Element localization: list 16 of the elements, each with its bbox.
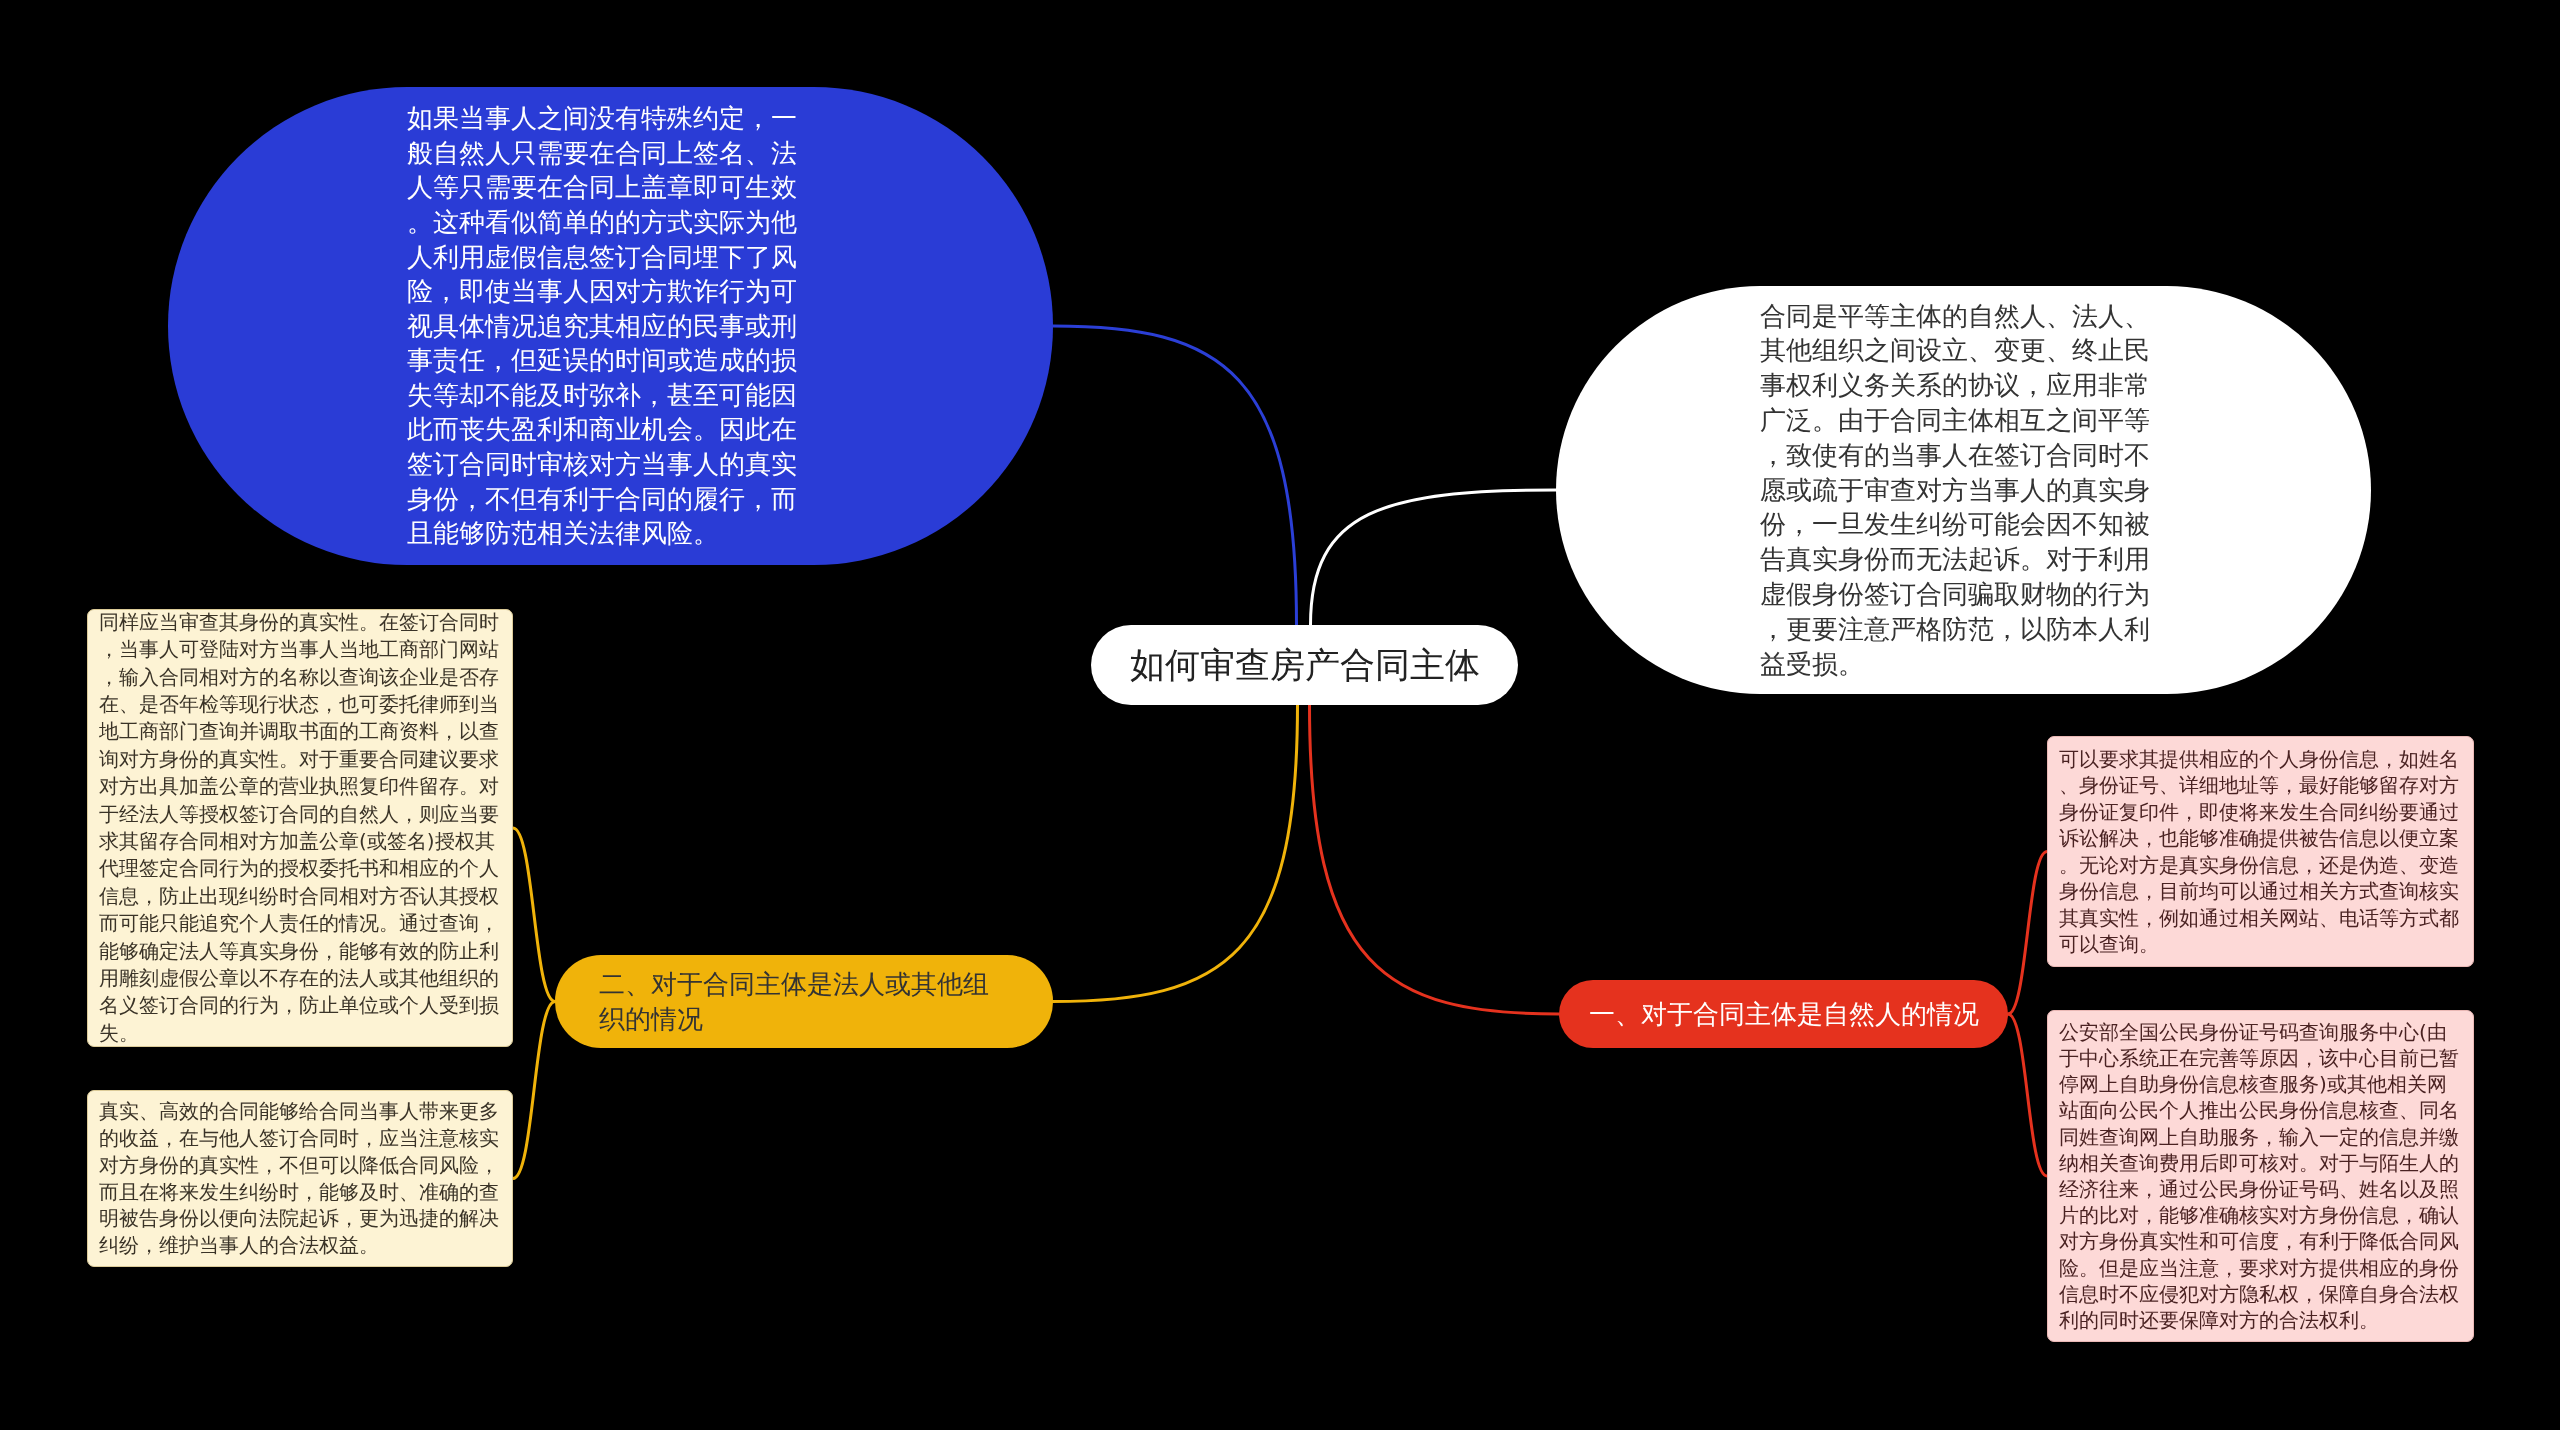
connector-line — [1051, 324, 1298, 627]
note-bubble: 如果当事人之间没有特殊约定，一般自然人只需要在合同上签名、法人等只需要在合同上盖章即可生效。这种看似简单的的方式实际为他人利用虚假信息签订合同埋下了风险，即使当事人因对方欺诈行为可视具体情况追究其相应的民事或刑事责任，但延误的时间或造成的损失等却不能及时弥补，甚至可能因此而丧失盈利和商业机会。因此在签订合同时审核对方当事人的真实身份，不但有利于合同的履行，而且能够防范相关法律风险。 — [168, 87, 1053, 565]
note-card: 真实、高效的合同能够给合同当事人带来更多的收益，在与他人签订合同时，应当注意核实对方身份的真实性，不但可以降低合同风险，而且在将来发生纠纷时，能够及时、准确的查明被告身份以便向法院起诉，更为迅捷的解决纠纷，维护当事人的合法权益。 — [87, 1090, 513, 1267]
note-card: 可以要求其提供相应的个人身份信息，如姓名、身份证号、详细地址等，最好能够留存对方身份证复印件，即使将来发生合同纠纷要通过诉讼解决，也能够准确提供被告信息以便立案。无论对方是真实身份信息，还是伪造、变造身份信息，目前均可以通过相关方式查询核实其真实性，例如通过相关网站、电话等方式都可以查询。 — [2047, 736, 2474, 967]
connector-line — [1309, 488, 1558, 627]
connector-line — [1051, 703, 1299, 1003]
note-bubble: 合同是平等主体的自然人、法人、其他组织之间设立、变更、终止民事权利义务关系的协议，应用非常广泛。由于合同主体相互之间平等，致使有的当事人在签订合同时不愿或疏于审查对方当事人的真实身份，一旦发生纠纷可能会因不知被告真实身份而无法起诉。对于利用虚假身份签订合同骗取财物的行为，更要注意严格防范，以防本人利益受损。 — [1556, 286, 2371, 694]
topic-pill: 如何审查房产合同主体 — [1091, 625, 1518, 705]
branch-pill: 二、对于合同主体是法人或其他组织的情况 — [555, 955, 1053, 1048]
connector-line — [1308, 703, 1561, 1016]
note-card: 同样应当审查其身份的真实性。在签订合同时，当事人可登陆对方当事人当地工商部门网站，输入合同相对方的名称以查询该企业是否存在、是否年检等现行状态，也可委托律师到当地工商部门查询并调取书面的工商资料，以查询对方身份的真实性。对于重要合同建议要求对方出具加盖公章的营业执照复印件留存。对于经法人等授权签订合同的自然人，则应当要求其留存合同相对方加盖公章(或签名)授权其代理签定合同行为的授权委托书和相应的个人信息，防止出现纠纷时合同相对方否认其授权而可能只能追究个人责任的情况。通过查询，能够确定法人等真实身份，能够有效的防止利用雕刻虚假公章以不存在的法人或其他组织的名义签订合同的行为，防止单位或个人受到损失。 — [87, 609, 513, 1047]
note-card: 公安部全国公民身份证号码查询服务中心(由于中心系统正在完善等原因，该中心目前已暂停网上自助身份信息核查服务)或其他相关网站面向公民个人推出公民身份信息核查、同名同姓查询网上自助服务，输入一定的信息并缴纳相关查询费用后即可核对。对于与陌生人的经济往来，通过公民身份证号码、姓名以及照片的比对，能够准确核实对方身份信息，确认对方身份真实性和可信度，有利于降低合同风险。但是应当注意，要求对方提供相应的身份信息时不应侵犯对方隐私权，保障自身合法权利的同时还要保障对方的合法权利。 — [2047, 1010, 2474, 1342]
connector-line — [511, 1000, 557, 1180]
branch-pill: 一、对于合同主体是自然人的情况 — [1559, 980, 2008, 1048]
connector-line — [2006, 850, 2049, 1016]
connector-line — [2006, 1012, 2049, 1178]
